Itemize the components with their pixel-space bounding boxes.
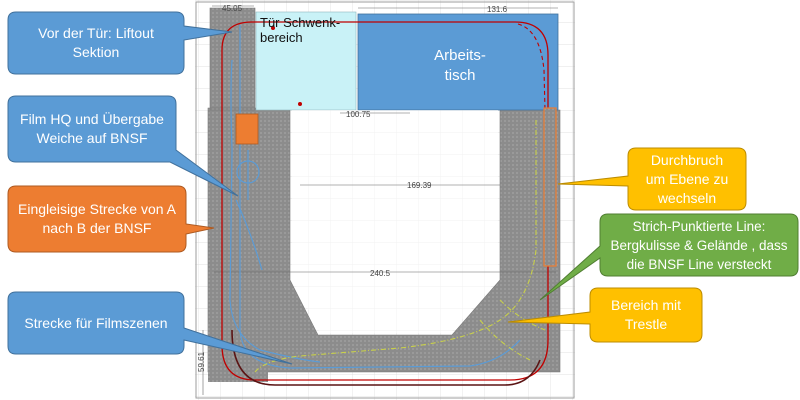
film-hq-building	[235, 113, 259, 145]
dim-label: 59.61	[197, 351, 206, 372]
film-hq-loop	[236, 160, 260, 184]
dim-label: 131.6	[487, 5, 508, 14]
callout-trestle-text: Bereich mit Trestle	[610, 297, 682, 332]
durchbruch-strip	[543, 107, 557, 267]
callout-liftout-text: Vor der Tür: Liftout Sektion	[38, 25, 154, 60]
workbench	[357, 13, 559, 111]
callout-film-hq-text: Film HQ und Übergabe Weiche auf BNSF	[20, 111, 164, 146]
dim-label: 169.39	[407, 181, 432, 190]
track-bnsf-dashed	[517, 23, 546, 111]
inner-area	[292, 110, 498, 333]
track-bnsf-main	[221, 21, 549, 381]
marker	[271, 26, 275, 30]
marker	[298, 102, 302, 106]
callout-film-track-text: Strecke für Filmszenen	[24, 314, 168, 331]
dim-label: 100.75	[346, 110, 371, 119]
dimension-lines	[202, 5, 558, 395]
workbench-label: Arbeits- tisch	[434, 47, 486, 84]
plan-border	[195, 1, 575, 399]
door-swing-area	[255, 11, 357, 111]
dim-label: 240.5	[370, 269, 391, 278]
callout-single-track-text: Eingleisige Strecke von A nach B der BNS…	[18, 201, 176, 236]
track-lower-loop	[231, 329, 541, 386]
callout-durchbruch-text: Durchbruch um Ebene zu wechseln	[645, 151, 729, 206]
door-area-label: Tür Schwenk- bereich	[260, 15, 341, 45]
callout-dash-dot-text: Strich-Punktierte Line: Bergkulisse & Ge…	[610, 218, 788, 272]
dim-label: 45.05	[222, 4, 243, 13]
